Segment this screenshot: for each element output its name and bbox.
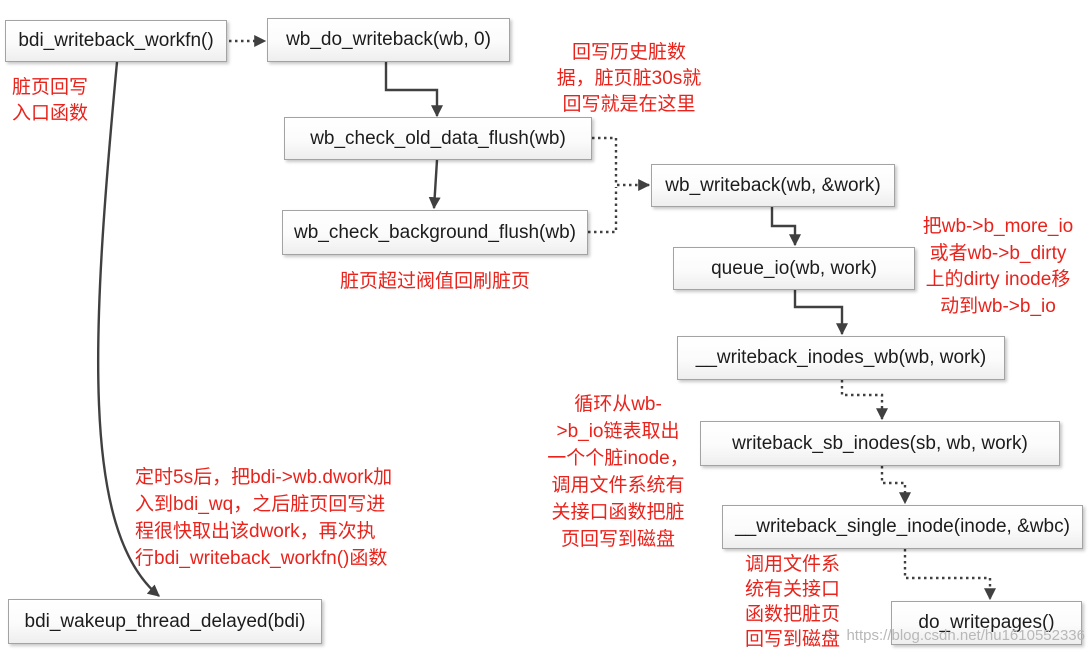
annotation-line: 回写到磁盘 (745, 629, 841, 650)
arrow-writeback-sb-inodes-to-writeback-single-inode (880, 466, 911, 505)
annotation-background-flush: 脏页超过阀值回刷脏页 (340, 269, 530, 295)
annotation-line: 关接口函数把脏 (551, 502, 685, 523)
annotation-line: 程很快取出该dwork，再次执 (135, 521, 376, 542)
annotation-line: 定时5s后，把bdi->wb.dwork加 (135, 467, 393, 488)
arrow-do-writeback-to-old-data-flush (384, 62, 443, 118)
arrow-queue-io-to-writeback-inodes-wb (793, 290, 848, 336)
annotation-line: 统有关接口 (745, 579, 841, 600)
node-queue-io: queue_io(wb, work) (673, 247, 915, 290)
annotation-wakeup-delayed: 定时5s后，把bdi->wb.dwork加 入到bdi_wq，之后脏页回写进 程… (135, 464, 392, 572)
annotation-entry: 脏页回写 入口函数 (12, 75, 88, 127)
annotation-line: 调用文件系 (745, 554, 841, 575)
annotation-writepages: 调用文件系 统有关接口 函数把脏页 回写到磁盘 (745, 552, 840, 652)
annotation-line: 入到bdi_wq，之后脏页回写进 (135, 494, 386, 515)
annotation-line: 把wb->b_more_io (922, 216, 1074, 237)
arrow-writeback-single-inode-to-do-writepages (903, 549, 996, 601)
annotation-line: 据，脏页脏30s就 (556, 68, 702, 89)
annotation-line: >b_io链表取出 (556, 421, 680, 442)
arrow-wb-writeback-to-queue-io (770, 207, 801, 247)
arrow-old-data-flush-to-wb-writeback (592, 136, 651, 191)
node-wb-check-background-flush: wb_check_background_flush(wb) (282, 210, 588, 255)
annotation-old-data-flush: 回写历史脏数 据，脏页脏30s就 回写就是在这里 (549, 40, 709, 118)
annotation-line: 或者wb->b_dirty (929, 242, 1067, 264)
node-writeback-sb-inodes: writeback_sb_inodes(sb, wb, work) (700, 421, 1060, 466)
node-wb-check-old-data-flush: wb_check_old_data_flush(wb) (284, 117, 592, 160)
watermark: https://blog.csdn.net/hu1610552336 (846, 627, 1085, 644)
annotation-line: 脏页回写 (12, 77, 89, 98)
annotation-line: 函数把脏页 (745, 604, 841, 625)
node-do-writepages: do_writepages() (891, 601, 1082, 645)
annotation-line: 页回写到磁盘 (560, 529, 675, 550)
annotation-line: 上的dirty inode移 (925, 269, 1071, 290)
annotation-queue-io: 把wb->b_more_io 或者wb->b_dirty 上的dirty ino… (912, 214, 1084, 320)
annotation-line: 脏页超过阀值回刷脏页 (340, 271, 531, 292)
annotation-line: 动到wb->b_io (940, 295, 1056, 317)
annotation-line: 入口函数 (12, 103, 89, 124)
node-bdi-wakeup-thread-delayed: bdi_wakeup_thread_delayed(bdi) (8, 599, 322, 644)
annotation-line: 循环从wb- (574, 394, 662, 415)
node-bdi-writeback-workfn: bdi_writeback_workfn() (5, 20, 227, 62)
annotation-line: 调用文件系统有 (551, 475, 685, 496)
annotation-line: 回写就是在这里 (562, 94, 696, 115)
node-writeback-inodes-wb: __writeback_inodes_wb(wb, work) (677, 336, 1005, 380)
annotation-sb-inodes: 循环从wb- >b_io链表取出 一个个脏inode， 调用文件系统有 关接口函… (535, 391, 701, 553)
annotation-line: 回写历史脏数 (571, 42, 686, 63)
arrow-writeback-inodes-wb-to-writeback-sb-inodes (840, 380, 888, 421)
arrow-background-flush-to-wb-writeback (588, 187, 618, 234)
annotation-line: 行bdi_writeback_workfn()函数 (135, 548, 388, 569)
node-wb-do-writeback: wb_do_writeback(wb, 0) (267, 18, 510, 62)
node-wb-writeback: wb_writeback(wb, &work) (651, 164, 895, 207)
node-writeback-single-inode: __writeback_single_inode(inode, &wbc) (722, 505, 1083, 549)
annotation-line: 一个个脏inode， (547, 448, 689, 469)
arrow-old-data-flush-to-background-flush (428, 159, 441, 210)
